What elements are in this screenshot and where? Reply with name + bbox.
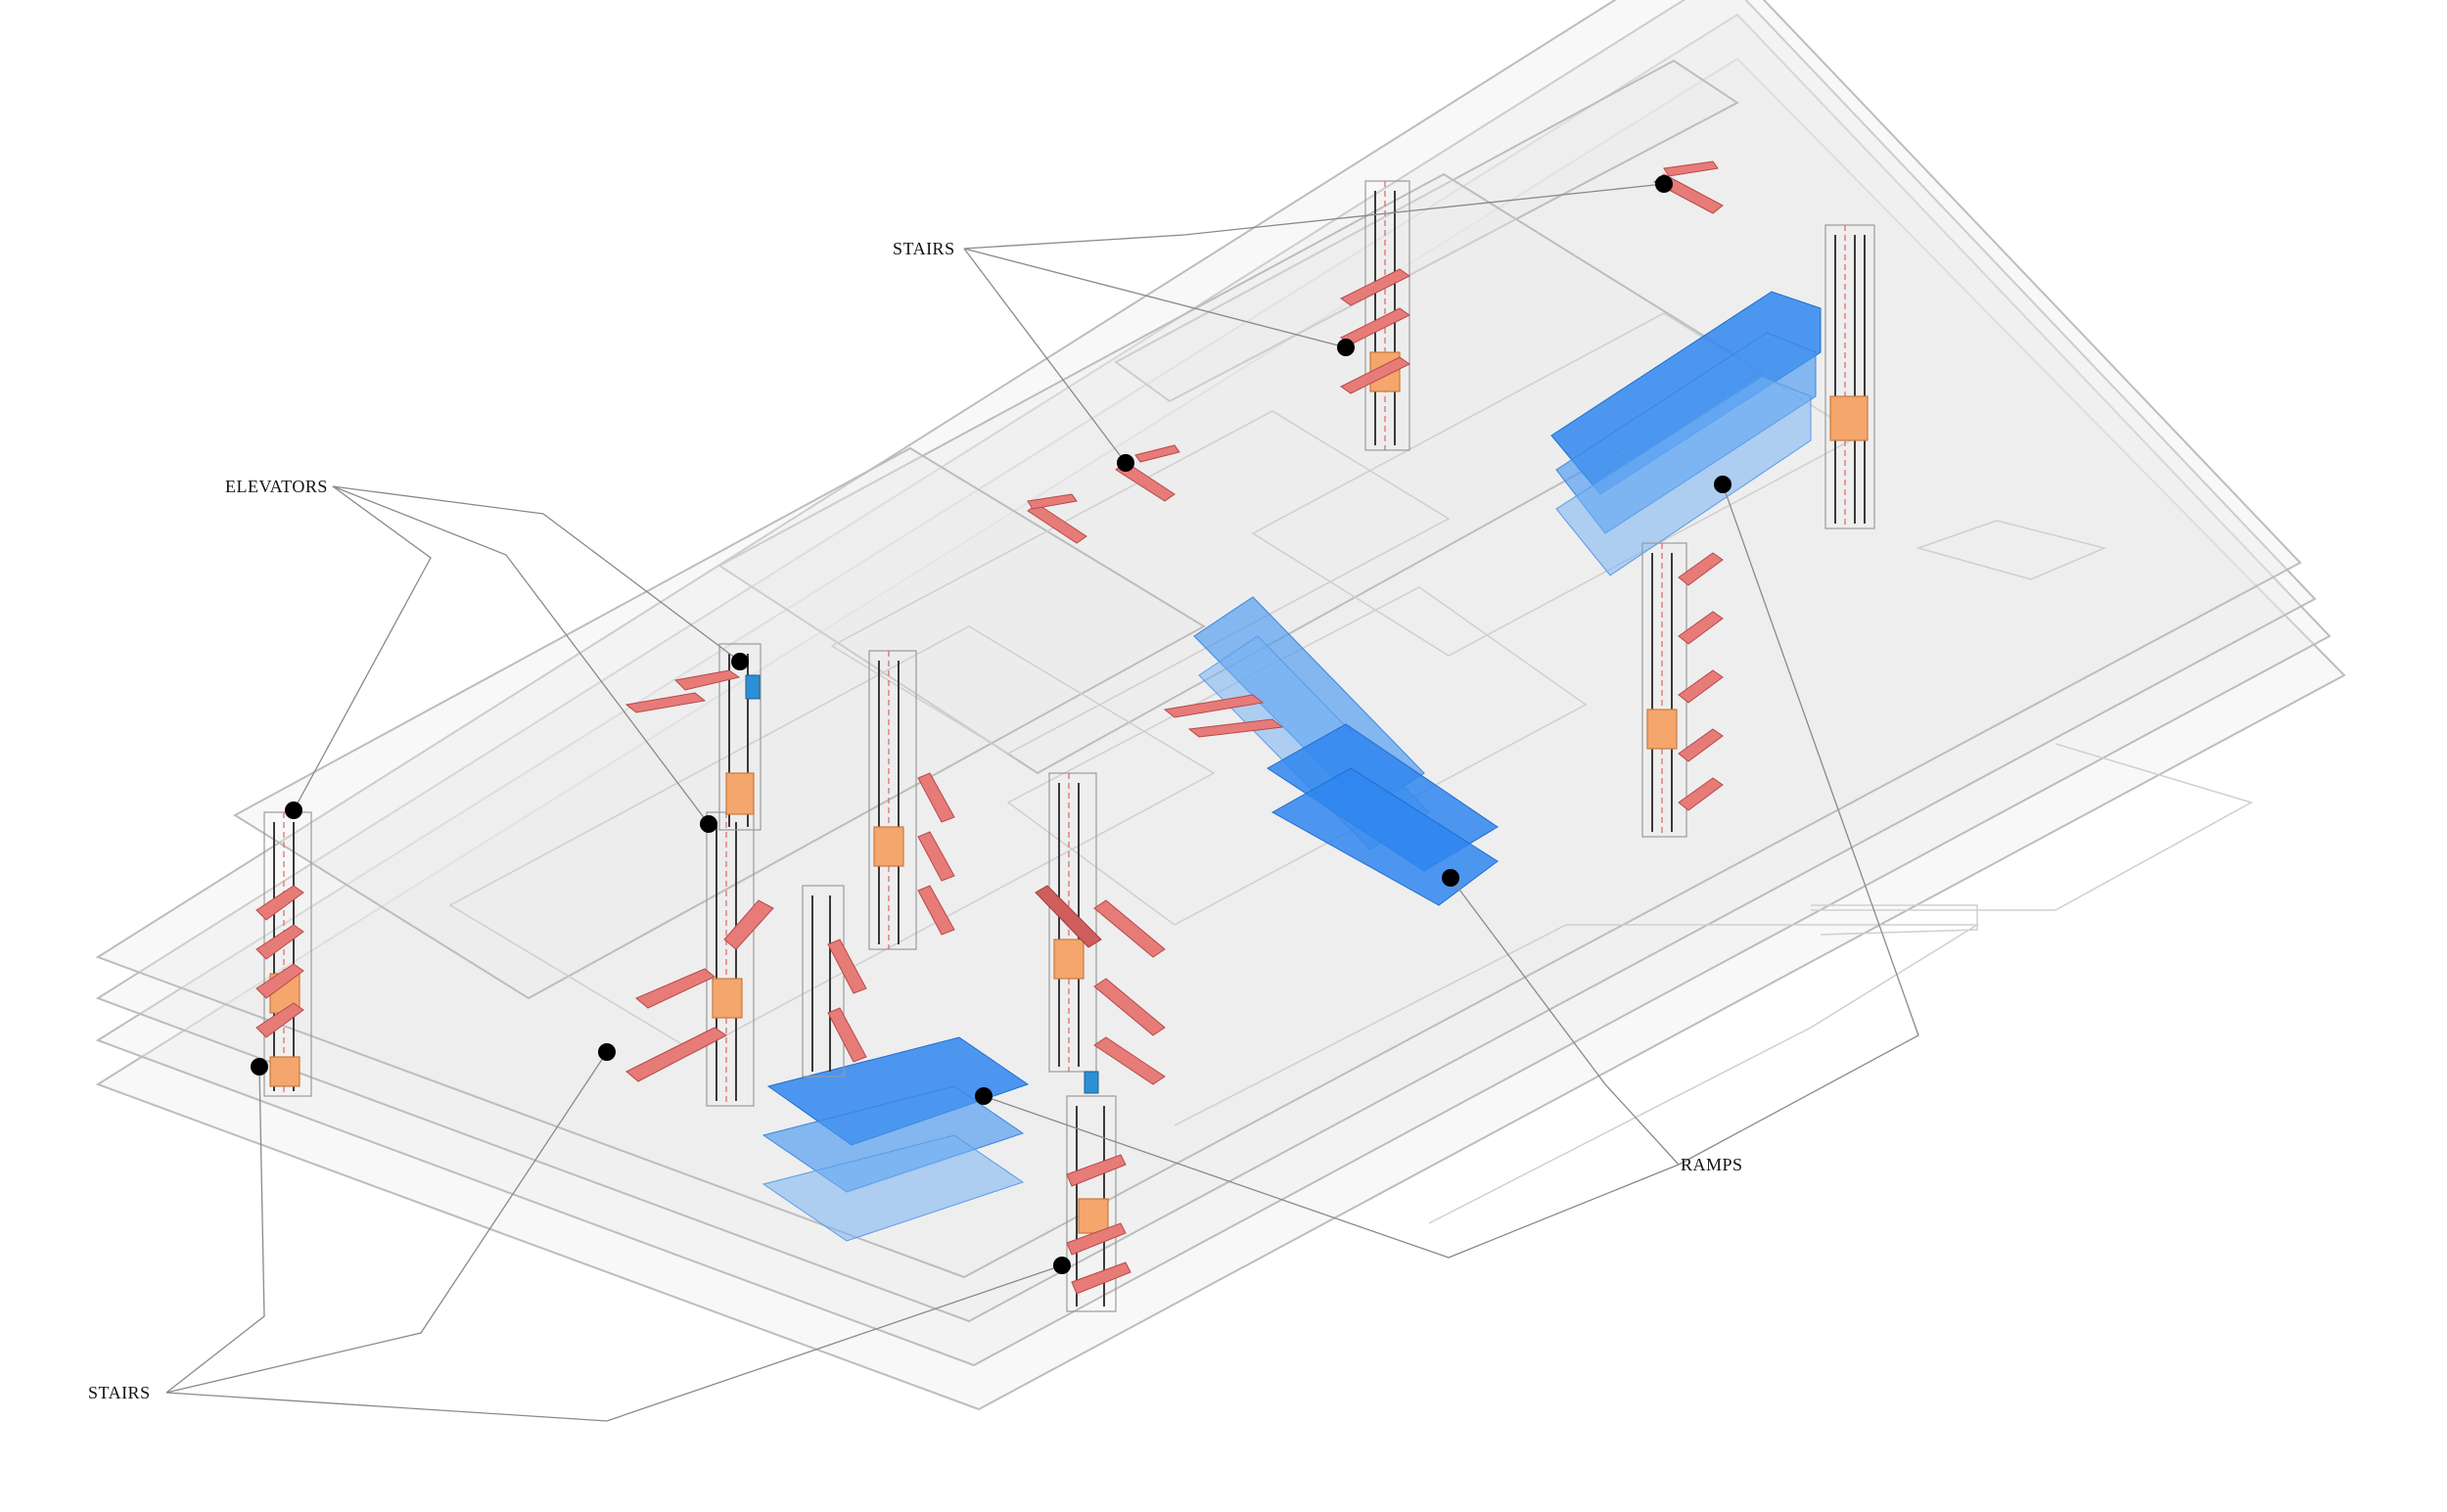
leader-ramps-3 [983,1095,1680,1259]
stair-flight [1066,1222,1127,1256]
stair-flight [1678,611,1724,645]
interior-outline-2 [830,410,1451,755]
elevator-core-west-center [625,811,774,1107]
elevator-cab [1053,939,1085,980]
callout-dot [1442,869,1459,887]
stair-flight [1678,728,1724,762]
callout-dot [731,653,749,670]
ramps [762,291,1822,1242]
stair-flight [1027,503,1087,544]
circulation-cores [255,160,1875,1312]
stair-flight [1066,1154,1127,1187]
stair-flight [625,1027,727,1082]
label-ramps: RAMPS [1681,1155,1743,1174]
leader-stairs-bottom-3 [165,1264,1063,1422]
stair-flight [917,831,955,882]
stair-flight [255,885,304,921]
stair-flight [1035,885,1102,948]
callout-dot [285,802,302,819]
stair-flight [917,885,955,936]
leader-ramps-1 [1678,483,1919,1166]
elevator-core-south-lower [1066,1071,1131,1312]
elevator-core-center [868,650,955,950]
stair-flight [255,963,304,999]
label-elevators: ELEVATORS [225,477,328,496]
ramp-sw-low [762,1134,1025,1242]
elevator-cab [1829,395,1869,441]
elevator-cab [1646,709,1678,750]
callout-dot [1053,1257,1071,1274]
stair-flight [624,692,707,713]
stair-flight [827,1007,867,1063]
leader-stairs-top-3 [963,248,1127,464]
elevator-cab [269,1056,300,1087]
stair-flight [1093,978,1166,1036]
stair-flight [1663,160,1719,177]
callout-dot [700,815,717,833]
elevator-core-east [1641,542,1724,838]
interior-outline-7 [1811,743,2253,911]
interior-outline-5 [1916,520,2107,580]
elevator-core-south-center [802,885,867,1077]
callout-dot [1655,175,1673,193]
elevator-cab-blue [745,674,761,700]
callout-dot [975,1087,993,1105]
stair-flight [1340,356,1410,394]
leader-stairs-bottom-1 [165,1066,265,1394]
label-stairs-bottom: STAIRS [88,1383,151,1402]
stair-flight [1163,694,1265,718]
callout-dot [1337,339,1355,356]
stair-flight [1678,552,1724,586]
leader-ramps-2 [1450,877,1680,1166]
stair-flight [1187,718,1284,738]
elevator-core-north-west [624,643,762,831]
leader-elevators-1 [293,485,432,811]
elevator-cab [873,826,904,867]
elevator-cab [725,772,755,815]
elevator-core-north [1340,180,1410,451]
interior-outline-1 [448,625,1216,1053]
stair-flight [1678,669,1724,704]
label-stairs-top: STAIRS [893,239,955,258]
stair-flight [1340,268,1410,306]
ramp-ne-low [1555,376,1812,576]
stair-flight [635,968,716,1009]
leader-stairs-bottom-2 [165,1051,608,1394]
elevator-core-north-east [1824,224,1875,529]
stairs-north-isolated [1027,160,1724,738]
stair-flight [673,669,741,691]
stair-flight [1071,1261,1131,1295]
callout-dot [598,1043,616,1061]
callout-leaders [165,183,1919,1422]
stair-flight [917,772,955,823]
stair-flight [827,939,867,994]
callout-dot [1117,454,1134,472]
elevator-cab [712,978,743,1019]
leader-elevators-2 [332,485,741,663]
stair-flight [1134,444,1180,463]
stair-flight [1678,777,1724,811]
stair-flight [1093,1036,1166,1085]
stair-flight [255,924,304,960]
elevator-core-west [255,811,312,1097]
callout-labels: STAIRS ELEVATORS RAMPS STAIRS [88,239,1743,1402]
elevator-core-south [1035,772,1166,1085]
callout-dot [251,1058,268,1076]
elevator-cab [1078,1198,1109,1234]
leader-stairs-top-2 [963,248,1347,348]
floor-slab-upper-east [1114,59,1739,403]
callout-dots [251,175,1731,1274]
stair-flight [1093,899,1166,958]
stair-flight [723,899,774,950]
leader-stairs-top-1 [963,183,1665,250]
stair-flight [1027,493,1078,510]
elevator-cab-blue [1084,1071,1099,1094]
interior-outline-8 [1811,904,1978,936]
stair-flight [255,1002,304,1038]
leader-elevators-3 [332,485,710,825]
ramp-central-4 [1270,767,1499,906]
callout-dot [1714,476,1731,493]
